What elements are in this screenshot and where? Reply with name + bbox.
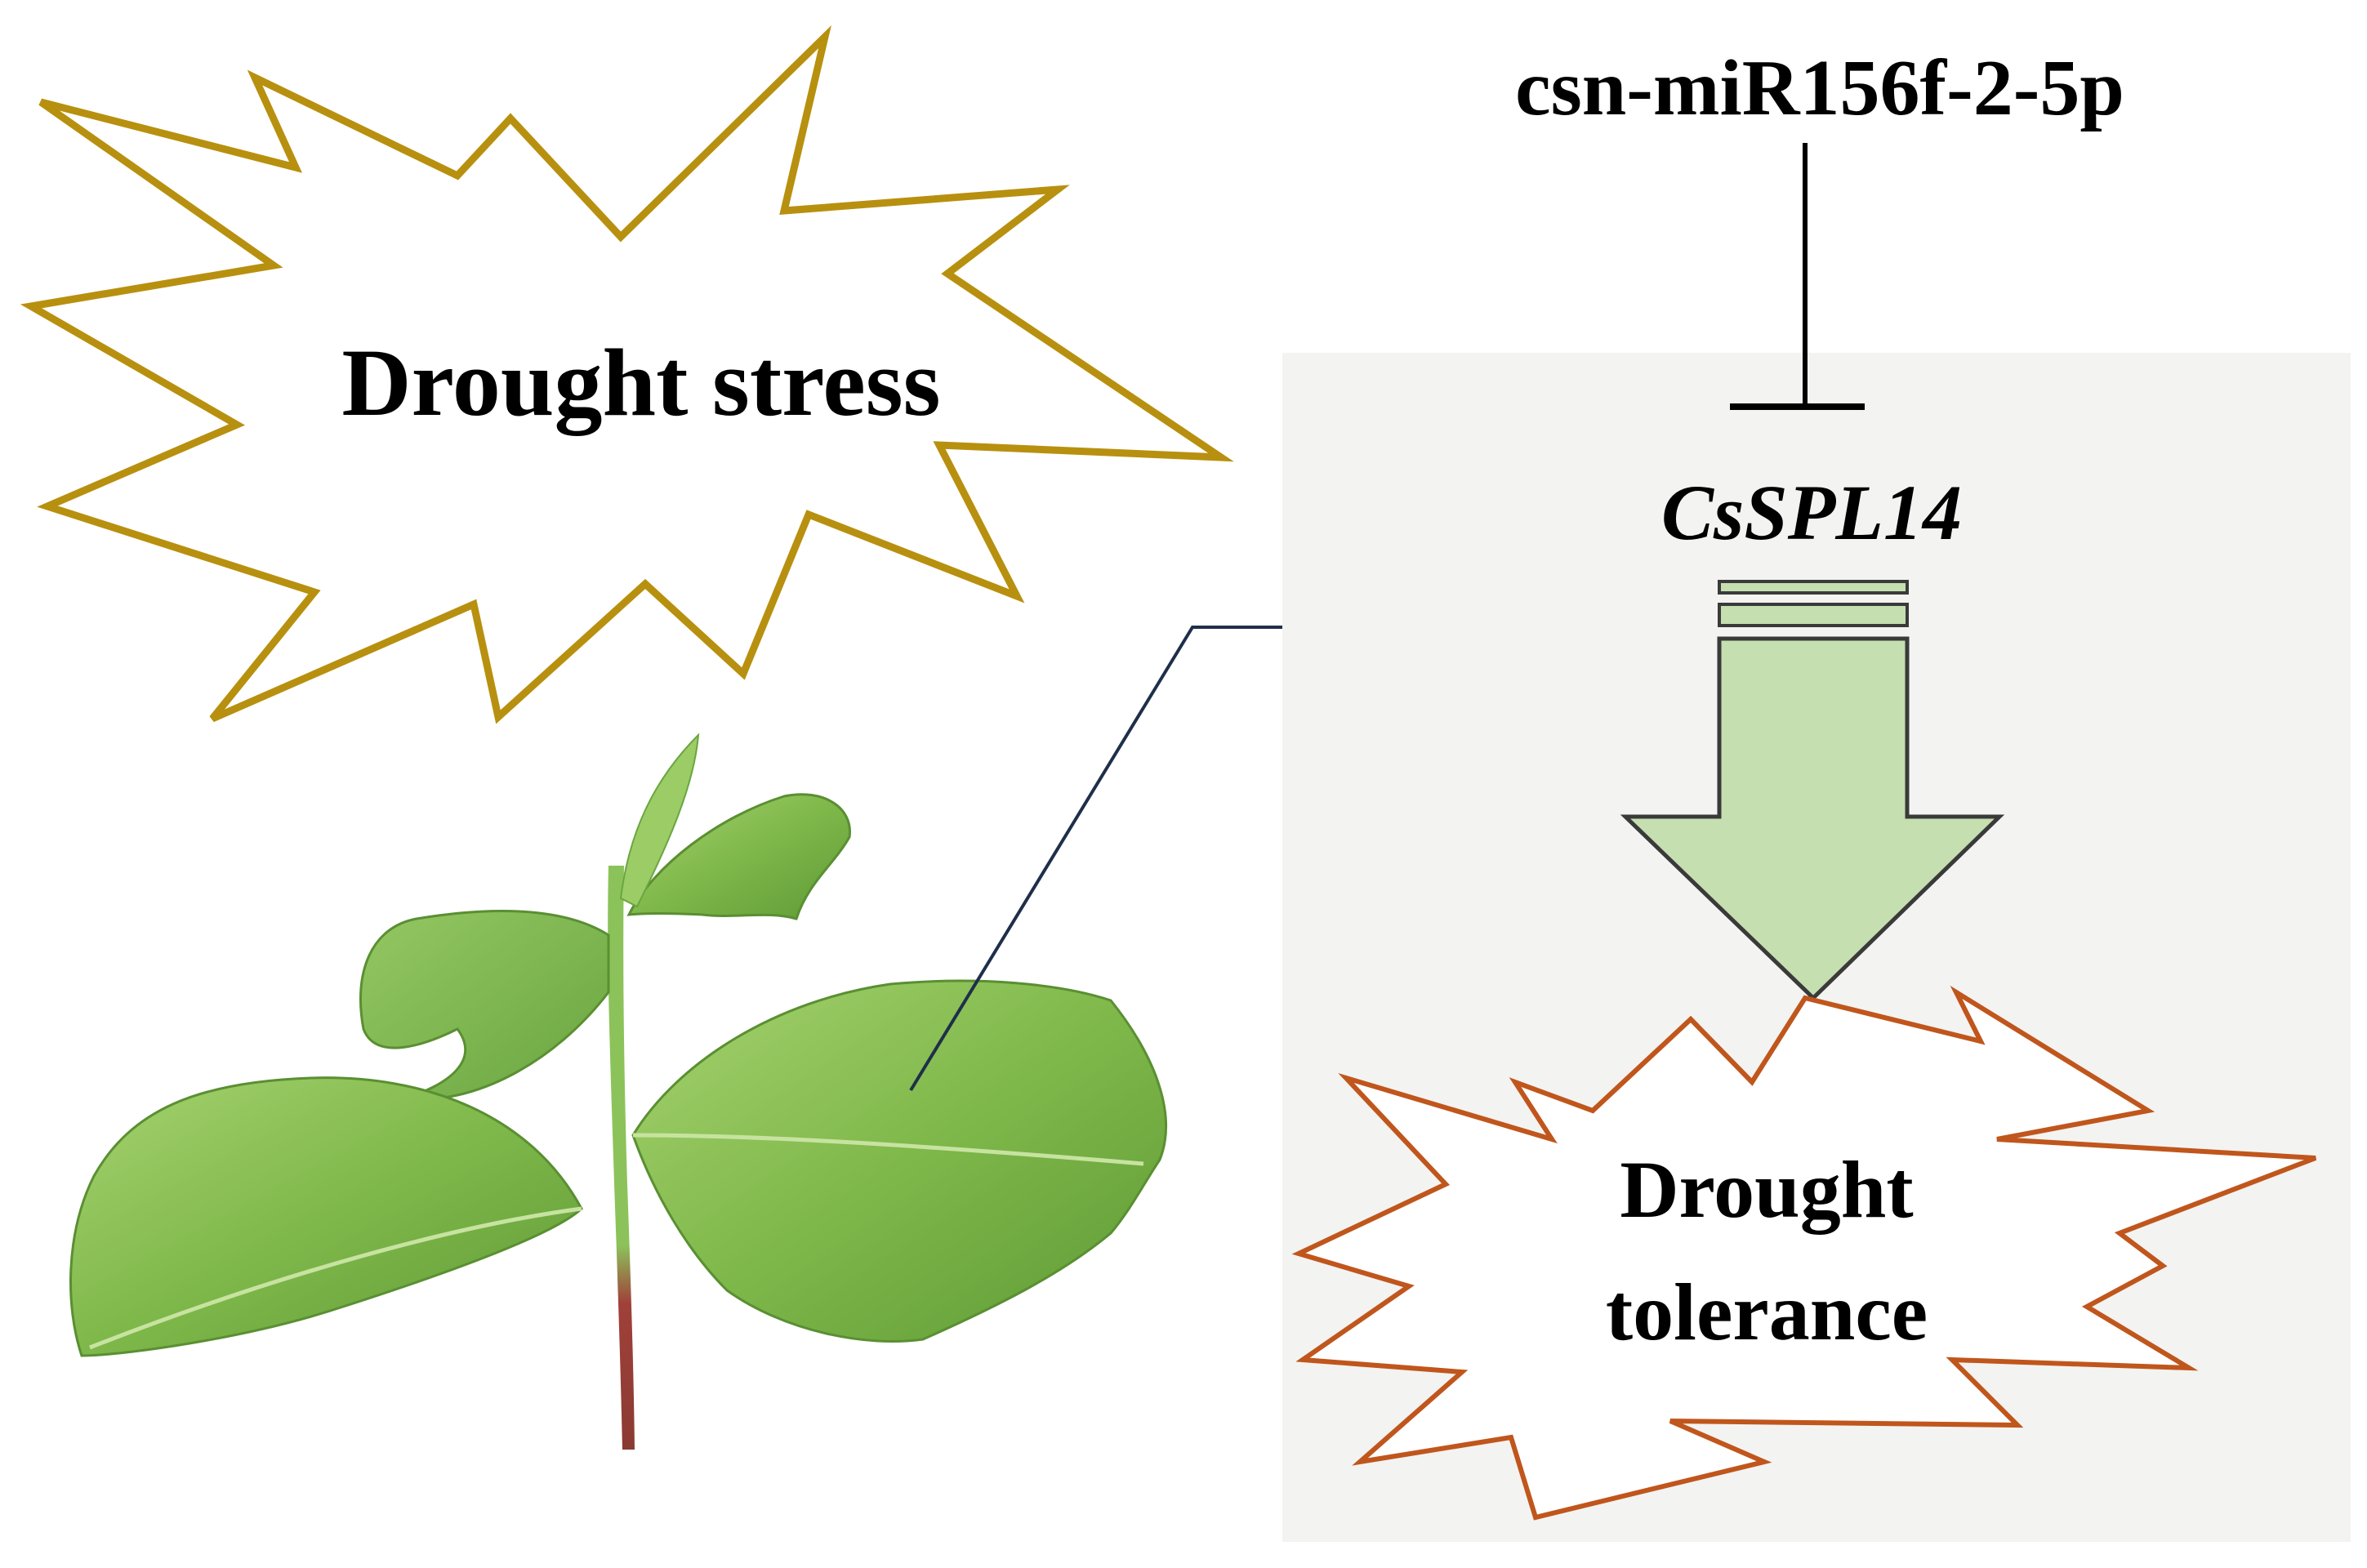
stress-burst-shape [20, 24, 1234, 724]
plant-leaf-back [359, 910, 610, 1101]
regulator-label: csn-miR156f-2-5p [1515, 44, 2124, 132]
outcome-burst: Drought tolerance [1291, 985, 2317, 1521]
tea-plant-shoot-icon [69, 733, 1167, 1450]
outcome-label-line2: tolerance [1606, 1267, 1928, 1357]
pointer-line [909, 626, 1282, 1092]
outcome-label-line1: Drought [1620, 1144, 1913, 1235]
plant-leaf-right [631, 979, 1167, 1343]
plant-bud [619, 733, 700, 908]
plant-leaf-left [69, 1076, 583, 1357]
gene-label: CsSPL14 [1661, 469, 1962, 556]
stress-label: Drought stress [341, 329, 940, 436]
stress-burst: Drought stress [20, 24, 1234, 724]
plant-stem [608, 866, 635, 1450]
activation-arrow-icon [1620, 580, 2005, 1001]
plant-leaf-top [626, 793, 851, 920]
inhibition-tbar-icon [1730, 143, 1865, 410]
outcome-burst-shape [1291, 985, 2317, 1521]
